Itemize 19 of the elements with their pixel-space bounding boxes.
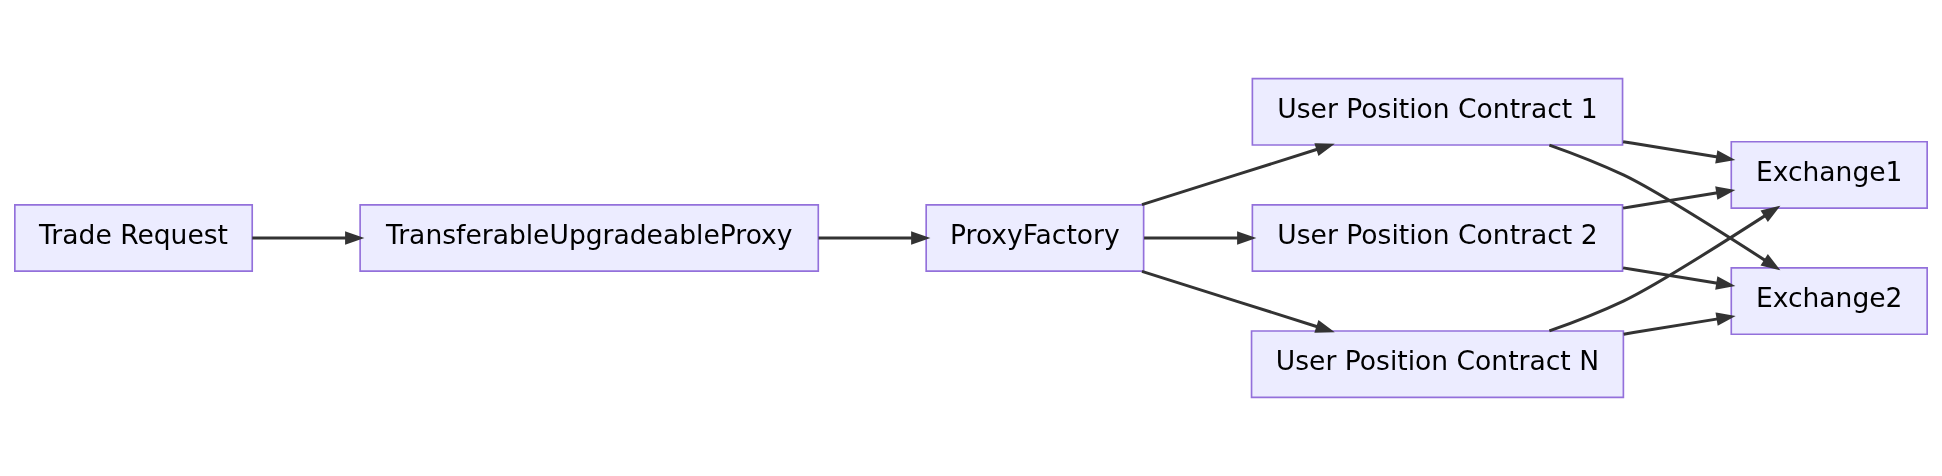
node-box: User Position Contract 2	[1251, 203, 1624, 273]
node-box: Trade Request	[14, 203, 254, 273]
arrow	[1622, 266, 1736, 290]
node-box: Exchange2	[1730, 267, 1928, 336]
arrow	[1548, 205, 1781, 333]
arrow	[1548, 143, 1781, 271]
arrow	[1623, 312, 1736, 336]
arrow	[1141, 143, 1335, 207]
node-box: User Position Contract 1	[1251, 77, 1624, 146]
arrow	[252, 231, 365, 245]
node-box: Exchange1	[1730, 140, 1928, 209]
node-box: TransferableUpgradeableProxy	[359, 203, 820, 273]
arrow	[818, 231, 931, 245]
arrow	[1622, 186, 1736, 210]
node-box: ProxyFactory	[925, 203, 1145, 273]
arrow	[1622, 140, 1736, 164]
arrow	[1144, 231, 1257, 245]
arrow	[1141, 269, 1335, 333]
node-box: User Position Contract N	[1250, 330, 1625, 399]
